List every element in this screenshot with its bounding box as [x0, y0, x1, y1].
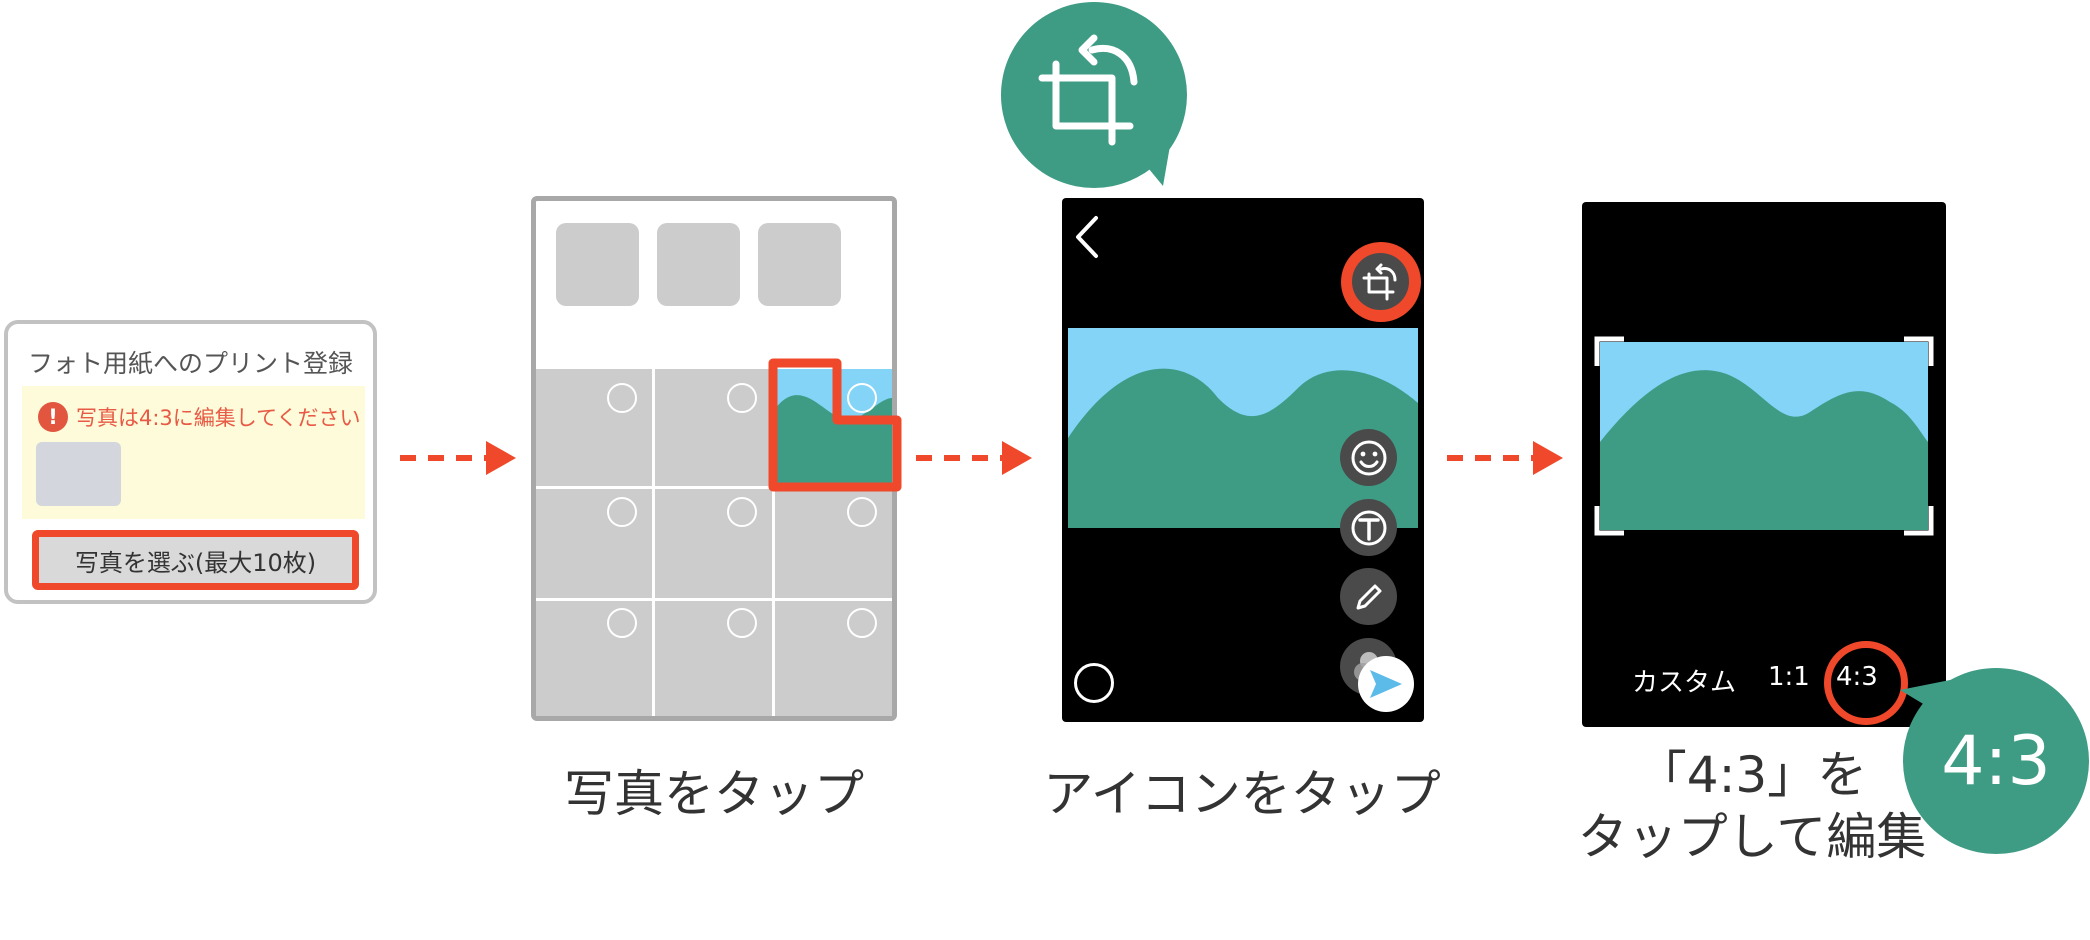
warning-area: ! 写真は4:3に編集してください	[22, 386, 365, 519]
choose-photo-label: 写真を選ぶ(最大10枚)	[74, 548, 317, 577]
arrow-2-head	[1002, 441, 1032, 475]
album-thumb	[758, 223, 841, 306]
arrow-3-dashes	[1447, 455, 1543, 461]
warning-text: 写真は4:3に編集してください	[76, 406, 361, 430]
warning-row: ! 写真は4:3に編集してください	[38, 402, 361, 432]
text-icon	[1351, 510, 1386, 545]
step4-caption: 「4:3」を タップして編集	[1552, 744, 1952, 868]
crop-ratio-screen: カスタム 1:1 4:3	[1582, 202, 1946, 727]
callout-tail	[1125, 140, 1171, 186]
photo-picker-screen	[531, 196, 897, 721]
grid-divider	[536, 598, 892, 601]
send-button[interactable]	[1358, 656, 1414, 712]
back-chevron-icon[interactable]	[1072, 214, 1102, 260]
card-title: フォト用紙へのプリント登録	[27, 349, 353, 378]
select-circle[interactable]	[847, 497, 877, 527]
ratio-badge-text: 4:3	[1941, 721, 2051, 801]
grid-divider	[536, 486, 892, 489]
warning-icon: !	[38, 402, 68, 432]
select-circle[interactable]	[727, 608, 757, 638]
select-circle[interactable]	[847, 383, 877, 413]
crop-rotate-icon	[1038, 34, 1138, 146]
text-tool-button[interactable]	[1340, 499, 1397, 556]
arrow-2-dashes	[916, 455, 1012, 461]
step4-caption-line2: タップして編集	[1577, 808, 1927, 866]
crop-frame-corners[interactable]	[1594, 336, 1934, 536]
album-thumb	[556, 223, 639, 306]
pencil-icon	[1356, 584, 1381, 609]
choose-photo-button[interactable]: 写真を選ぶ(最大10枚)	[32, 530, 359, 590]
photo-thumbnail-placeholder	[36, 442, 121, 506]
arrow-3-head	[1533, 441, 1563, 475]
landscape-photo-icon	[1068, 328, 1418, 528]
crop-tool-button[interactable]	[1352, 253, 1409, 310]
sticker-tool-button[interactable]	[1340, 429, 1397, 486]
select-circle[interactable]	[727, 497, 757, 527]
draw-tool-button[interactable]	[1340, 568, 1397, 625]
step3-caption: アイコンをタップ	[1043, 765, 1441, 823]
arrow-1-dashes	[400, 455, 496, 461]
select-circle[interactable]	[727, 383, 757, 413]
print-registration-card: フォト用紙へのプリント登録 ! 写真は4:3に編集してください 写真を選ぶ(最大…	[4, 320, 377, 604]
tap-highlight	[768, 358, 902, 492]
shutter-circle-button[interactable]	[1074, 663, 1114, 703]
arrow-1-head	[486, 441, 516, 475]
select-circle[interactable]	[847, 608, 877, 638]
ratio-custom-option[interactable]: カスタム	[1632, 668, 1737, 698]
edit-preview-photo	[1068, 328, 1418, 528]
ratio-badge: 4:3	[1903, 668, 2089, 854]
smile-icon	[1351, 440, 1386, 475]
select-circle[interactable]	[607, 497, 637, 527]
crop-rotate-icon	[1362, 263, 1396, 300]
landscape-photo-icon	[1600, 342, 1928, 530]
grid-divider	[652, 369, 655, 716]
crop-preview-photo	[1600, 342, 1928, 530]
grid-divider	[772, 369, 775, 716]
ratio-4-3-highlight	[1824, 641, 1908, 725]
album-thumb	[657, 223, 740, 306]
step4-caption-line1: 「4:3」を	[1636, 746, 1868, 804]
select-circle[interactable]	[607, 383, 637, 413]
select-circle[interactable]	[607, 608, 637, 638]
send-arrow-icon	[1370, 670, 1402, 698]
ratio-1-1-option[interactable]: 1:1	[1768, 662, 1810, 692]
step2-caption: 写真をタップ	[564, 765, 864, 823]
